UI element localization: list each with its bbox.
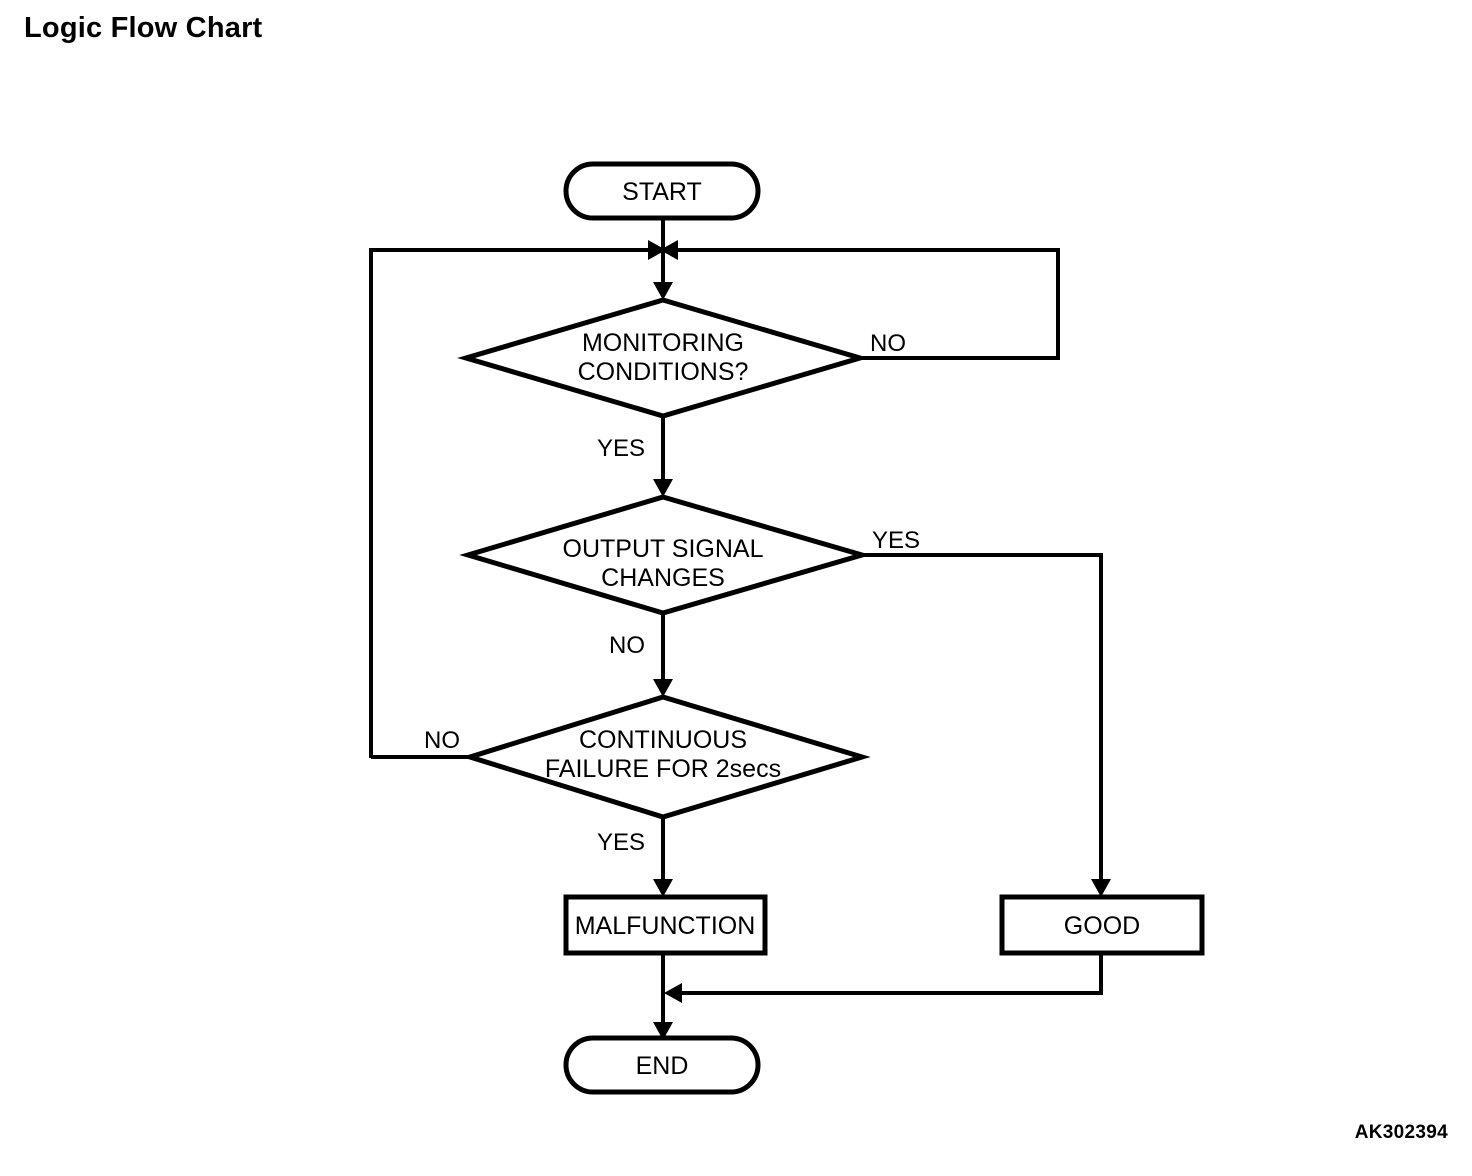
edge-label-monitoring-yes: YES: [597, 435, 645, 462]
arrowhead-down-to-continuous-failure: [653, 679, 673, 697]
node-end: END: [563, 1035, 761, 1095]
arrowhead-right-into-junction: [648, 240, 666, 260]
node-end-label: END: [636, 1052, 689, 1080]
node-output-signal-changes: OUTPUT SIGNAL CHANGES: [459, 494, 871, 616]
edge-good-to-end: [664, 953, 1103, 1003]
node-malfunction: MALFUNCTION: [563, 894, 768, 956]
arrowhead-left-into-end-spine: [664, 983, 682, 1003]
node-start-label: START: [622, 178, 702, 206]
arrowhead-down-to-output-signal: [653, 479, 673, 497]
arrowhead-down-to-monitoring: [653, 282, 673, 300]
arrowhead-down-to-end: [653, 1022, 673, 1040]
edge-continuous-failure-yes: [653, 817, 673, 897]
edge-label-output-signal-no: NO: [609, 632, 645, 659]
node-malfunction-label: MALFUNCTION: [575, 912, 756, 940]
node-continuous-failure-label-line2: FAILURE FOR 2secs: [545, 755, 781, 783]
arrowhead-left-into-junction: [660, 240, 678, 260]
node-good-label: GOOD: [1064, 912, 1140, 940]
node-continuous-failure-label-line1: CONTINUOUS: [579, 726, 747, 754]
node-monitoring-conditions: MONITORING CONDITIONS?: [457, 297, 869, 419]
node-good: GOOD: [999, 894, 1205, 956]
edge-output-signal-no: [653, 613, 673, 697]
edge-malfunction-to-end: [653, 953, 673, 1040]
node-output-signal-changes-label-line1: OUTPUT SIGNAL: [563, 535, 764, 563]
edge-start-to-junction: [653, 218, 673, 300]
edge-label-continuous-failure-yes: YES: [597, 829, 645, 856]
node-continuous-failure: CONTINUOUS FAILURE FOR 2secs: [461, 694, 871, 820]
figure-code: AK302394: [1354, 1122, 1448, 1143]
node-start: START: [563, 161, 761, 221]
node-monitoring-conditions-label-line2: CONDITIONS?: [578, 358, 749, 386]
arrowhead-down-to-malfunction: [653, 879, 673, 897]
edge-label-continuous-failure-no: NO: [424, 727, 460, 754]
edge-loopback-right: [660, 240, 1060, 360]
node-output-signal-changes-label-line2: CHANGES: [601, 564, 725, 592]
edge-label-output-signal-yes: YES: [872, 527, 920, 554]
edge-label-monitoring-no: NO: [870, 330, 906, 357]
edge-monitoring-yes: [653, 416, 673, 497]
edge-output-signal-yes: [862, 553, 1111, 897]
arrowhead-down-to-good: [1091, 879, 1111, 897]
node-monitoring-conditions-label-line1: MONITORING: [582, 329, 744, 357]
page-title: Logic Flow Chart: [24, 12, 263, 44]
edge-loopback-left: [369, 240, 666, 758]
